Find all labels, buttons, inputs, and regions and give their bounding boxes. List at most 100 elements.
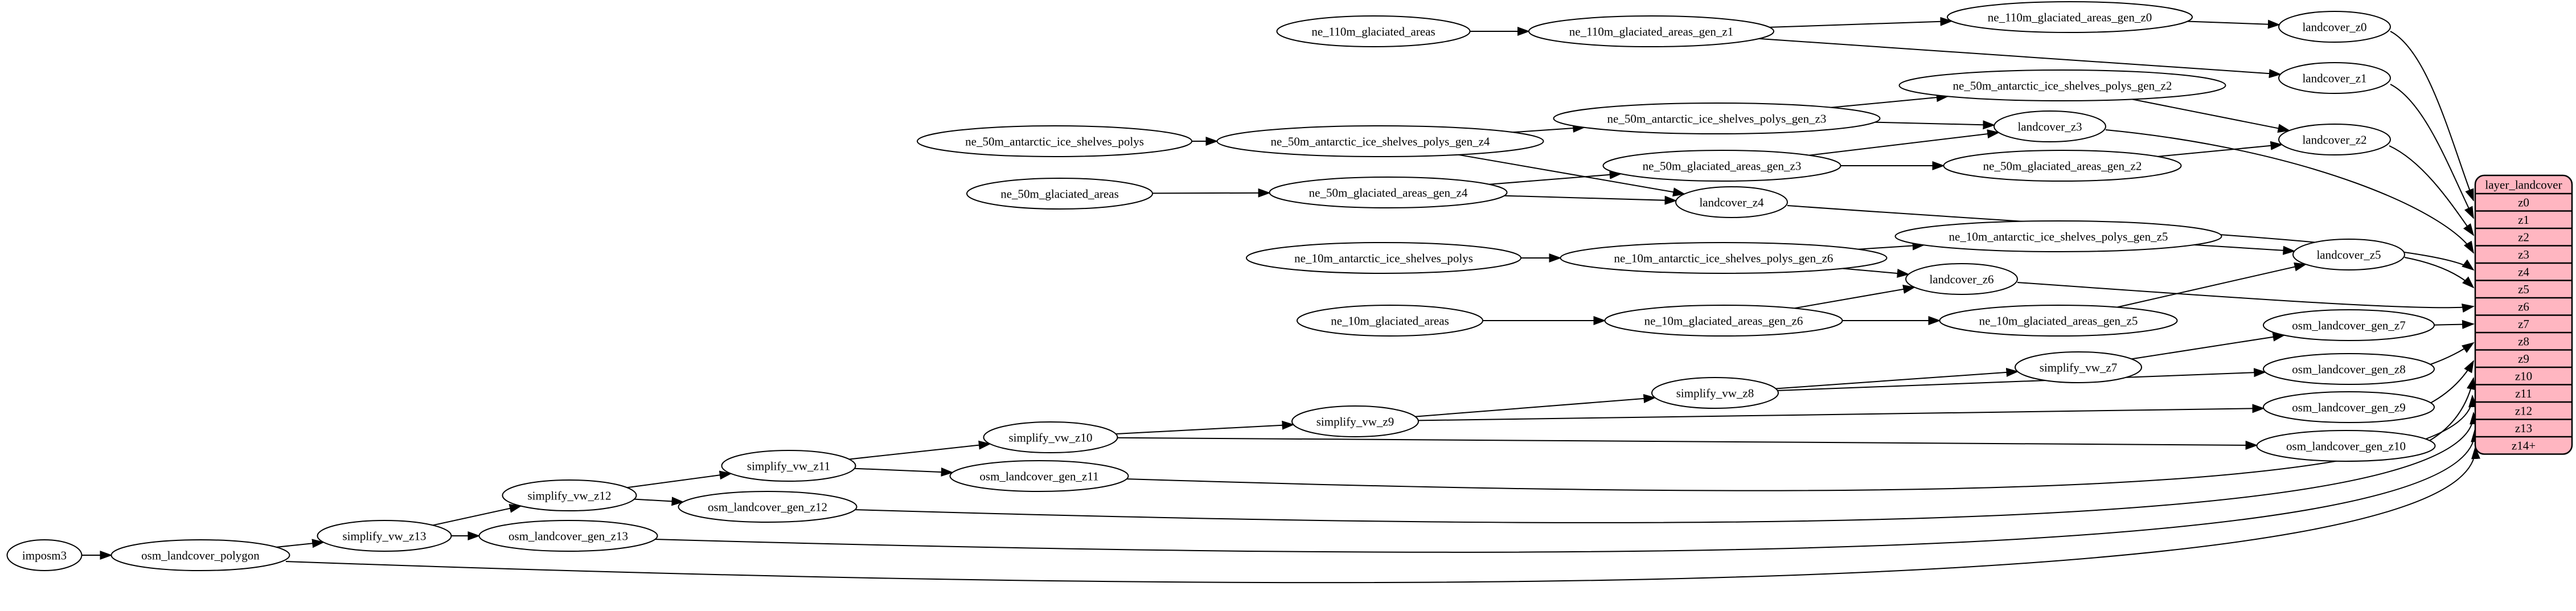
node-ellipse — [1276, 15, 1471, 47]
table-row-z6: z6 — [2518, 300, 2529, 314]
edge-simplify_vw_z12-to-osm_landcover_gen_z12 — [634, 497, 684, 506]
edge-simplify_vw_z11-to-osm_landcover_gen_z11 — [854, 467, 954, 477]
node-landcover_z4: landcover_z4 — [1675, 186, 1788, 218]
edge-ne_50m_antarctic_ice_shelves_polys_gen_z4-to-landcover_z4 — [1458, 154, 1686, 197]
node-ellipse — [502, 479, 637, 511]
node-ellipse — [1943, 150, 2182, 182]
node-label: ne_50m_glaciated_areas_gen_z2 — [1983, 159, 2142, 173]
node-label: osm_landcover_polygon — [141, 548, 260, 562]
edge-osm_landcover_gen_z9-to-row-z9 — [2430, 360, 2474, 404]
edge-ne_50m_antarctic_ice_shelves_polys_gen_z2-to-landcover_z2 — [2132, 99, 2291, 133]
edge-simplify_vw_z11-to-simplify_vw_z10 — [849, 440, 991, 460]
edge-osm_landcover_polygon-to-simplify_vw_z13 — [276, 539, 325, 548]
node-ellipse — [1602, 150, 1841, 182]
edge-simplify_vw_z8-to-osm_landcover_gen_z8 — [1777, 368, 2267, 391]
node-label: landcover_z3 — [2017, 120, 2082, 133]
edge-simplify_vw_z12-to-simplify_vw_z11 — [627, 470, 732, 489]
node-ellipse — [6, 539, 83, 571]
node-label: ne_110m_glaciated_areas — [1311, 24, 1435, 38]
node-label: osm_landcover_gen_z7 — [2292, 318, 2405, 332]
table-row-z12: z12 — [2515, 404, 2532, 418]
node-ellipse — [1297, 305, 1483, 337]
edge-osm_landcover_gen_z12-to-row-z12 — [852, 412, 2479, 523]
node-ellipse — [1905, 263, 2018, 295]
node-osm_landcover_gen_z7: osm_landcover_gen_z7 — [2263, 309, 2435, 341]
node-ne_50m_antarctic_ice_shelves_polys: ne_50m_antarctic_ice_shelves_polys — [917, 125, 1192, 157]
node-ne_50m_glaciated_areas_gen_z4: ne_50m_glaciated_areas_gen_z4 — [1269, 177, 1508, 208]
edge-landcover_z2-to-row-z2 — [2389, 145, 2475, 236]
node-label: ne_10m_antarctic_ice_shelves_polys_gen_z… — [1949, 229, 2168, 243]
node-label: osm_landcover_gen_z9 — [2292, 400, 2405, 414]
node-ne_50m_antarctic_ice_shelves_polys_gen_z4: ne_50m_antarctic_ice_shelves_polys_gen_z… — [1216, 125, 1544, 157]
node-label: ne_10m_glaciated_areas_gen_z6 — [1644, 314, 1803, 327]
edge-ne_110m_glaciated_areas_gen_z1-to-ne_110m_glaciated_areas_gen_z0 — [1769, 17, 1953, 28]
node-ellipse — [1947, 1, 2193, 33]
node-ellipse — [1246, 242, 1521, 274]
edges — [81, 17, 2480, 584]
edge-ne_110m_glaciated_areas_gen_z0-to-landcover_z0 — [2187, 19, 2280, 29]
node-ellipse — [1993, 110, 2106, 142]
edge-simplify_vw_z13-to-simplify_vw_z12 — [432, 504, 522, 526]
node-ellipse — [949, 460, 1129, 492]
node-label: imposm3 — [22, 548, 67, 562]
node-ne_50m_glaciated_areas: ne_50m_glaciated_areas — [966, 178, 1153, 210]
edge-osm_landcover_polygon-to-row-z14+ — [285, 446, 2480, 584]
table-row-z11: z11 — [2515, 387, 2532, 400]
table-row-z3: z3 — [2518, 248, 2529, 261]
node-ne_110m_glaciated_areas_gen_z0: ne_110m_glaciated_areas_gen_z0 — [1947, 1, 2193, 33]
node-label: ne_50m_glaciated_areas_gen_z3 — [1643, 159, 1802, 173]
edge-landcover_z1-to-row-z1 — [2390, 84, 2474, 219]
layer-landcover-table: layer_landcoverz0z1z2z3z4z5z6z7z8z9z10z1… — [2474, 174, 2573, 455]
node-ellipse — [2263, 391, 2435, 423]
edge-simplify_vw_z10-to-simplify_vw_z9 — [1115, 420, 1295, 434]
edge-ne_50m_glaciated_areas_gen_z4-to-ne_50m_glaciated_areas_gen_z3 — [1489, 170, 1622, 185]
node-ellipse — [2278, 11, 2391, 43]
edge-ne_10m_antarctic_ice_shelves_polys_gen_z6-to-landcover_z6 — [1842, 268, 1910, 278]
nodes: ne_110m_glaciated_areas ne_110m_glaciated… — [6, 1, 2436, 571]
edge-ne_50m_glaciated_areas_gen_z2-to-landcover_z2 — [2157, 141, 2283, 157]
node-osm_landcover_gen_z12: osm_landcover_gen_z12 — [678, 491, 858, 523]
node-label: ne_50m_antarctic_ice_shelves_polys — [965, 134, 1144, 148]
node-ellipse — [966, 178, 1153, 210]
node-label: ne_10m_glaciated_areas_gen_z5 — [1979, 314, 2138, 327]
node-ellipse — [110, 539, 290, 571]
table-row-z2: z2 — [2518, 231, 2529, 244]
node-label: ne_50m_antarctic_ice_shelves_polys_gen_z… — [1607, 112, 1827, 125]
node-ellipse — [917, 125, 1192, 157]
edge-osm_landcover_gen_z10-to-row-z10 — [2427, 377, 2476, 442]
edge-ne_50m_glaciated_areas-to-ne_50m_glaciated_areas_gen_z4 — [1152, 188, 1271, 198]
table-row-z0: z0 — [2518, 196, 2529, 210]
edge-ne_110m_glaciated_areas_gen_z1-to-landcover_z1 — [1758, 38, 2282, 79]
node-ellipse — [678, 491, 858, 523]
node-ellipse — [2263, 353, 2435, 385]
node-ne_50m_glaciated_areas_gen_z3: ne_50m_glaciated_areas_gen_z3 — [1602, 150, 1841, 182]
node-label: simplify_vw_z11 — [747, 459, 830, 473]
node-simplify_vw_z13: simplify_vw_z13 — [317, 520, 452, 552]
edge-simplify_vw_z7-to-osm_landcover_gen_z7 — [2131, 332, 2286, 360]
node-ellipse — [1894, 220, 2222, 252]
node-ellipse — [1269, 177, 1508, 208]
node-imposm3: imposm3 — [6, 539, 83, 571]
edge-simplify_vw_z10-to-osm_landcover_gen_z10 — [1117, 437, 2258, 450]
node-label: simplify_vw_z13 — [343, 529, 426, 543]
node-ne_50m_antarctic_ice_shelves_polys_gen_z3: ne_50m_antarctic_ice_shelves_polys_gen_z… — [1553, 102, 1881, 134]
node-ellipse — [2278, 62, 2391, 94]
node-label: ne_10m_glaciated_areas — [1331, 314, 1449, 327]
table-title: layer_landcover — [2485, 178, 2562, 191]
edge-landcover_z4-to-row-z4 — [1787, 205, 2475, 271]
node-ne_10m_glaciated_areas_gen_z5: ne_10m_glaciated_areas_gen_z5 — [1939, 305, 2178, 337]
table-row-z8: z8 — [2518, 335, 2529, 348]
node-landcover_z6: landcover_z6 — [1905, 263, 2018, 295]
node-osm_landcover_gen_z10: osm_landcover_gen_z10 — [2256, 430, 2436, 462]
table-row-z4: z4 — [2518, 265, 2529, 279]
node-landcover_z1: landcover_z1 — [2278, 62, 2391, 94]
node-label: landcover_z1 — [2302, 71, 2366, 85]
node-label: ne_50m_antarctic_ice_shelves_polys_gen_z… — [1953, 79, 2172, 92]
node-ellipse — [2015, 351, 2142, 383]
node-ellipse — [983, 421, 1118, 453]
node-label: simplify_vw_z7 — [2040, 360, 2118, 374]
node-ellipse — [2263, 309, 2435, 341]
node-ne_50m_antarctic_ice_shelves_polys_gen_z2: ne_50m_antarctic_ice_shelves_polys_gen_z… — [1898, 69, 2226, 101]
